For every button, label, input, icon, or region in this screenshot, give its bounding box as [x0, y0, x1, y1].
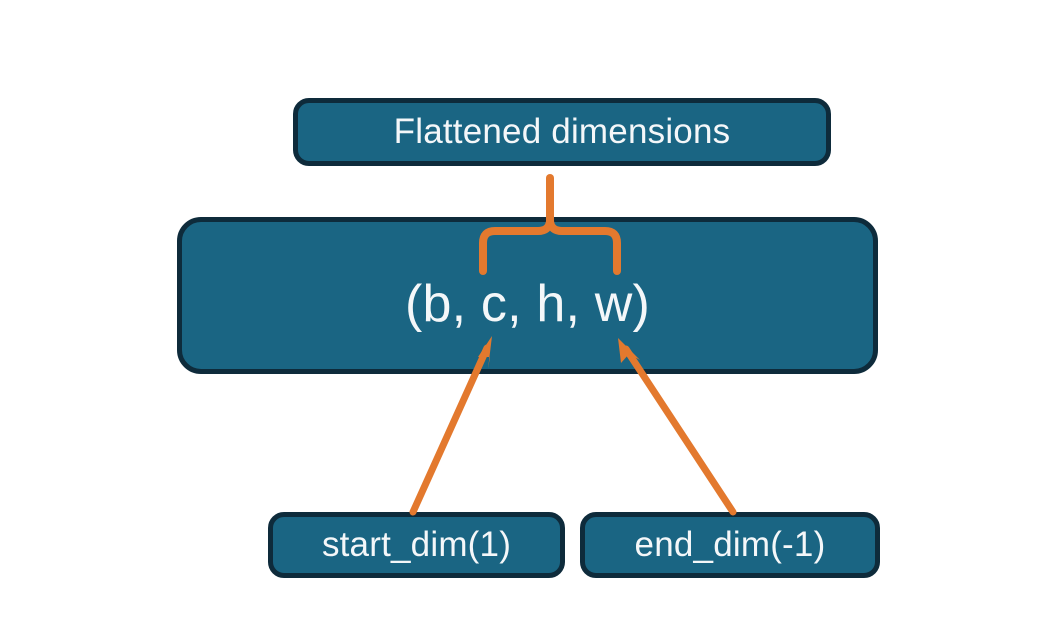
start-dim-box: start_dim(1) — [268, 512, 565, 578]
tensor-shape-box: (b, c, h, w) — [177, 217, 878, 374]
flattened-dimensions-box: Flattened dimensions — [293, 98, 831, 166]
end-dim-box: end_dim(-1) — [580, 512, 880, 578]
end-dim-label: end_dim(-1) — [634, 525, 826, 564]
tensor-shape-label: (b, c, h, w) — [404, 274, 651, 333]
flattened-dimensions-label: Flattened dimensions — [393, 112, 731, 151]
start-dim-label: start_dim(1) — [321, 525, 512, 564]
